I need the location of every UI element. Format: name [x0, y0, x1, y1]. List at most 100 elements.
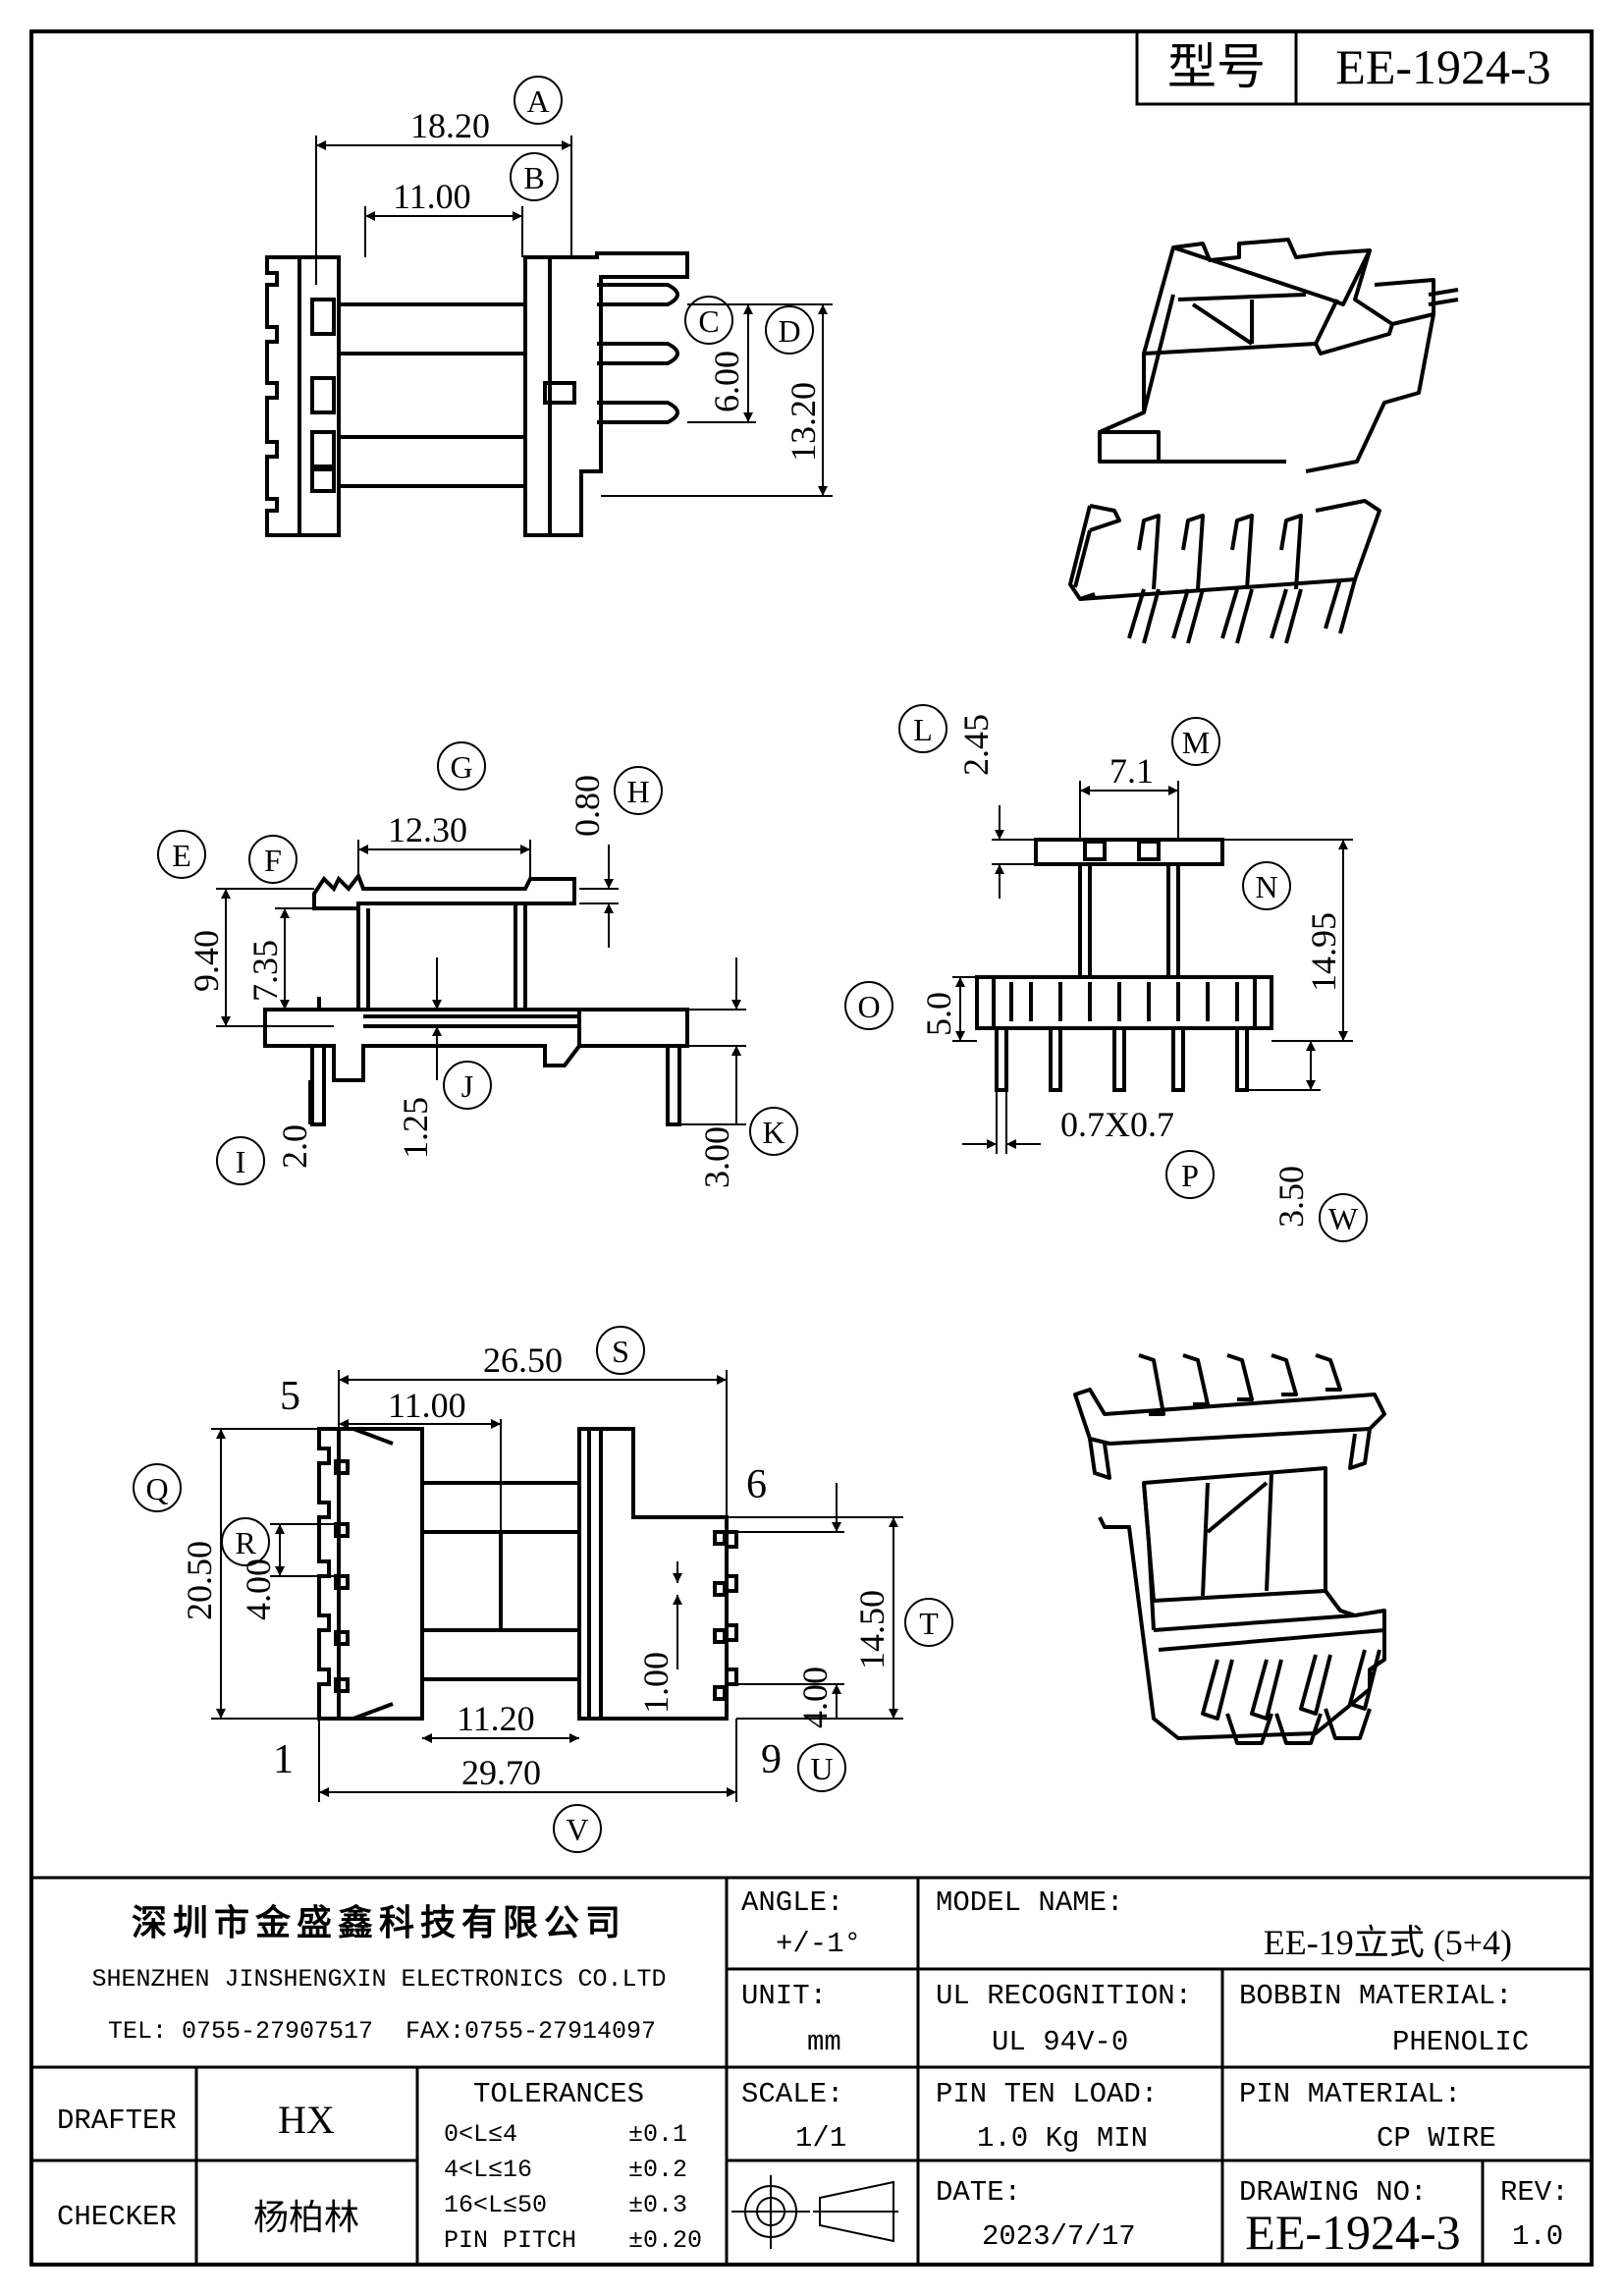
tolerances-label: TOLERANCES [473, 2078, 644, 2110]
bobbin-value: PHENOLIC [1392, 2026, 1529, 2058]
dim-O-value: 5.0 [919, 992, 958, 1036]
svg-text:K: K [762, 1115, 784, 1150]
circle-E: E [157, 830, 206, 879]
model-title-box: 型号 EE-1924-3 [1135, 29, 1594, 106]
tolerance-range: 4<L≤16 [444, 2156, 532, 2184]
svg-text:M: M [1182, 725, 1210, 760]
company-tel: TEL: 0755-27907517 [108, 2017, 373, 2046]
dim-I-value: 2.0 [275, 1124, 314, 1169]
dim-L-value: 2.45 [956, 714, 996, 776]
scale-value: 1/1 [795, 2122, 846, 2155]
dim-D-value: 13.20 [784, 382, 823, 462]
sheet-border [29, 29, 1594, 2267]
circle-W: W [1319, 1193, 1368, 1242]
date-value: 2023/7/17 [982, 2220, 1136, 2253]
circle-A: A [514, 76, 563, 125]
drafter-value: HX [278, 2098, 335, 2142]
angle-label: ANGLE: [741, 1886, 843, 1919]
rev-value: 1.0 [1512, 2220, 1563, 2253]
isometric-view-top [1068, 238, 1459, 644]
drafter-label: DRAFTER [57, 2105, 177, 2137]
bottom-view-dims [211, 1370, 903, 1802]
pin-9-label: 9 [761, 1737, 782, 1782]
top-view [265, 251, 689, 537]
circle-F: F [248, 835, 298, 884]
circle-D: D [765, 305, 814, 355]
dim-T-value: 14.50 [852, 1590, 892, 1669]
svg-text:H: H [626, 774, 649, 809]
circle-B: B [510, 152, 559, 201]
pin-load-value: 1.0 Kg MIN [977, 2122, 1148, 2155]
svg-text:I: I [236, 1144, 246, 1179]
circle-T: T [904, 1598, 953, 1647]
dim-S-value: 26.50 [483, 1340, 563, 1380]
unit-value: mm [807, 2026, 841, 2058]
scale-label: SCALE: [741, 2078, 843, 2110]
svg-text:J: J [461, 1068, 473, 1104]
title-block-lines [31, 1876, 1592, 2265]
circle-L: L [898, 704, 947, 753]
isometric-view-bottom [1073, 1353, 1386, 1745]
company-name-en: SHENZHEN JINSHENGXIN ELECTRONICS CO.LTD [91, 1965, 666, 1994]
circle-O: O [844, 981, 893, 1030]
circle-I: I [216, 1136, 265, 1185]
dim-G-value: 12.30 [388, 810, 467, 849]
tolerance-value: ±0.2 [628, 2156, 687, 2184]
svg-text:L: L [913, 712, 933, 747]
dim-F-value: 7.35 [245, 940, 285, 1002]
unit-label: UNIT: [741, 1980, 827, 2012]
ul-label: UL RECOGNITION: [936, 1980, 1192, 2012]
pin-5-label: 5 [280, 1374, 300, 1419]
date-label: DATE: [936, 2176, 1021, 2209]
drawing-no-label: DRAWING NO: [1239, 2176, 1427, 2209]
side-view [263, 871, 689, 1126]
circle-C: C [684, 296, 733, 345]
tolerance-range: PIN PITCH [444, 2226, 576, 2255]
svg-text:C: C [698, 303, 719, 339]
dim-T2-value: 4.00 [795, 1667, 835, 1728]
svg-text:O: O [857, 989, 880, 1024]
circle-S: S [596, 1326, 645, 1375]
circle-K: K [749, 1107, 798, 1156]
svg-text:T: T [919, 1606, 939, 1641]
circle-R: R [221, 1517, 270, 1566]
ul-value: UL 94V-0 [992, 2026, 1128, 2058]
dim-B-value: 11.00 [393, 177, 471, 216]
dim-T3-value: 1.00 [636, 1652, 676, 1714]
company-fax: FAX:0755-27914097 [406, 2017, 656, 2046]
dim-S2-value: 11.00 [388, 1386, 466, 1425]
dim-Q-value: 20.50 [180, 1541, 219, 1620]
drawing-no-value: EE-1924-3 [1245, 2205, 1460, 2260]
side-view-dims [216, 840, 746, 1125]
projection-symbol [731, 2175, 898, 2249]
front-view [975, 838, 1273, 1092]
checker-value: 杨柏林 [253, 2198, 359, 2237]
svg-text:U: U [810, 1751, 833, 1786]
pin-6-label: 6 [746, 1462, 767, 1507]
tolerance-value: ±0.3 [628, 2191, 687, 2219]
circle-V: V [553, 1804, 602, 1853]
svg-text:S: S [612, 1334, 629, 1369]
circle-G: G [437, 741, 486, 791]
dim-E-value: 9.40 [187, 930, 226, 992]
model-value: EE-1924-3 [1335, 39, 1550, 94]
dim-K-value: 3.00 [697, 1126, 736, 1188]
dim-N-value: 14.95 [1304, 912, 1343, 992]
circle-Q: Q [133, 1463, 182, 1512]
top-view-dims [315, 136, 833, 497]
dim-U-value: 11.20 [457, 1699, 535, 1738]
circle-N: N [1242, 861, 1291, 910]
svg-text:G: G [450, 749, 472, 785]
svg-text:E: E [172, 838, 191, 873]
dim-A-value: 18.20 [410, 106, 490, 145]
checker-label: CHECKER [57, 2201, 177, 2233]
dim-H-value: 0.80 [568, 775, 607, 837]
circle-J: J [443, 1061, 492, 1110]
pin-1-label: 1 [273, 1737, 294, 1782]
company-name-cn: 深圳市金盛鑫科技有限公司 [132, 1902, 626, 1942]
tolerance-value: ±0.20 [628, 2226, 702, 2255]
tolerance-range: 0<L≤4 [444, 2120, 517, 2149]
svg-text:V: V [566, 1812, 588, 1847]
svg-text:R: R [235, 1525, 256, 1560]
front-view-dims [952, 781, 1353, 1154]
